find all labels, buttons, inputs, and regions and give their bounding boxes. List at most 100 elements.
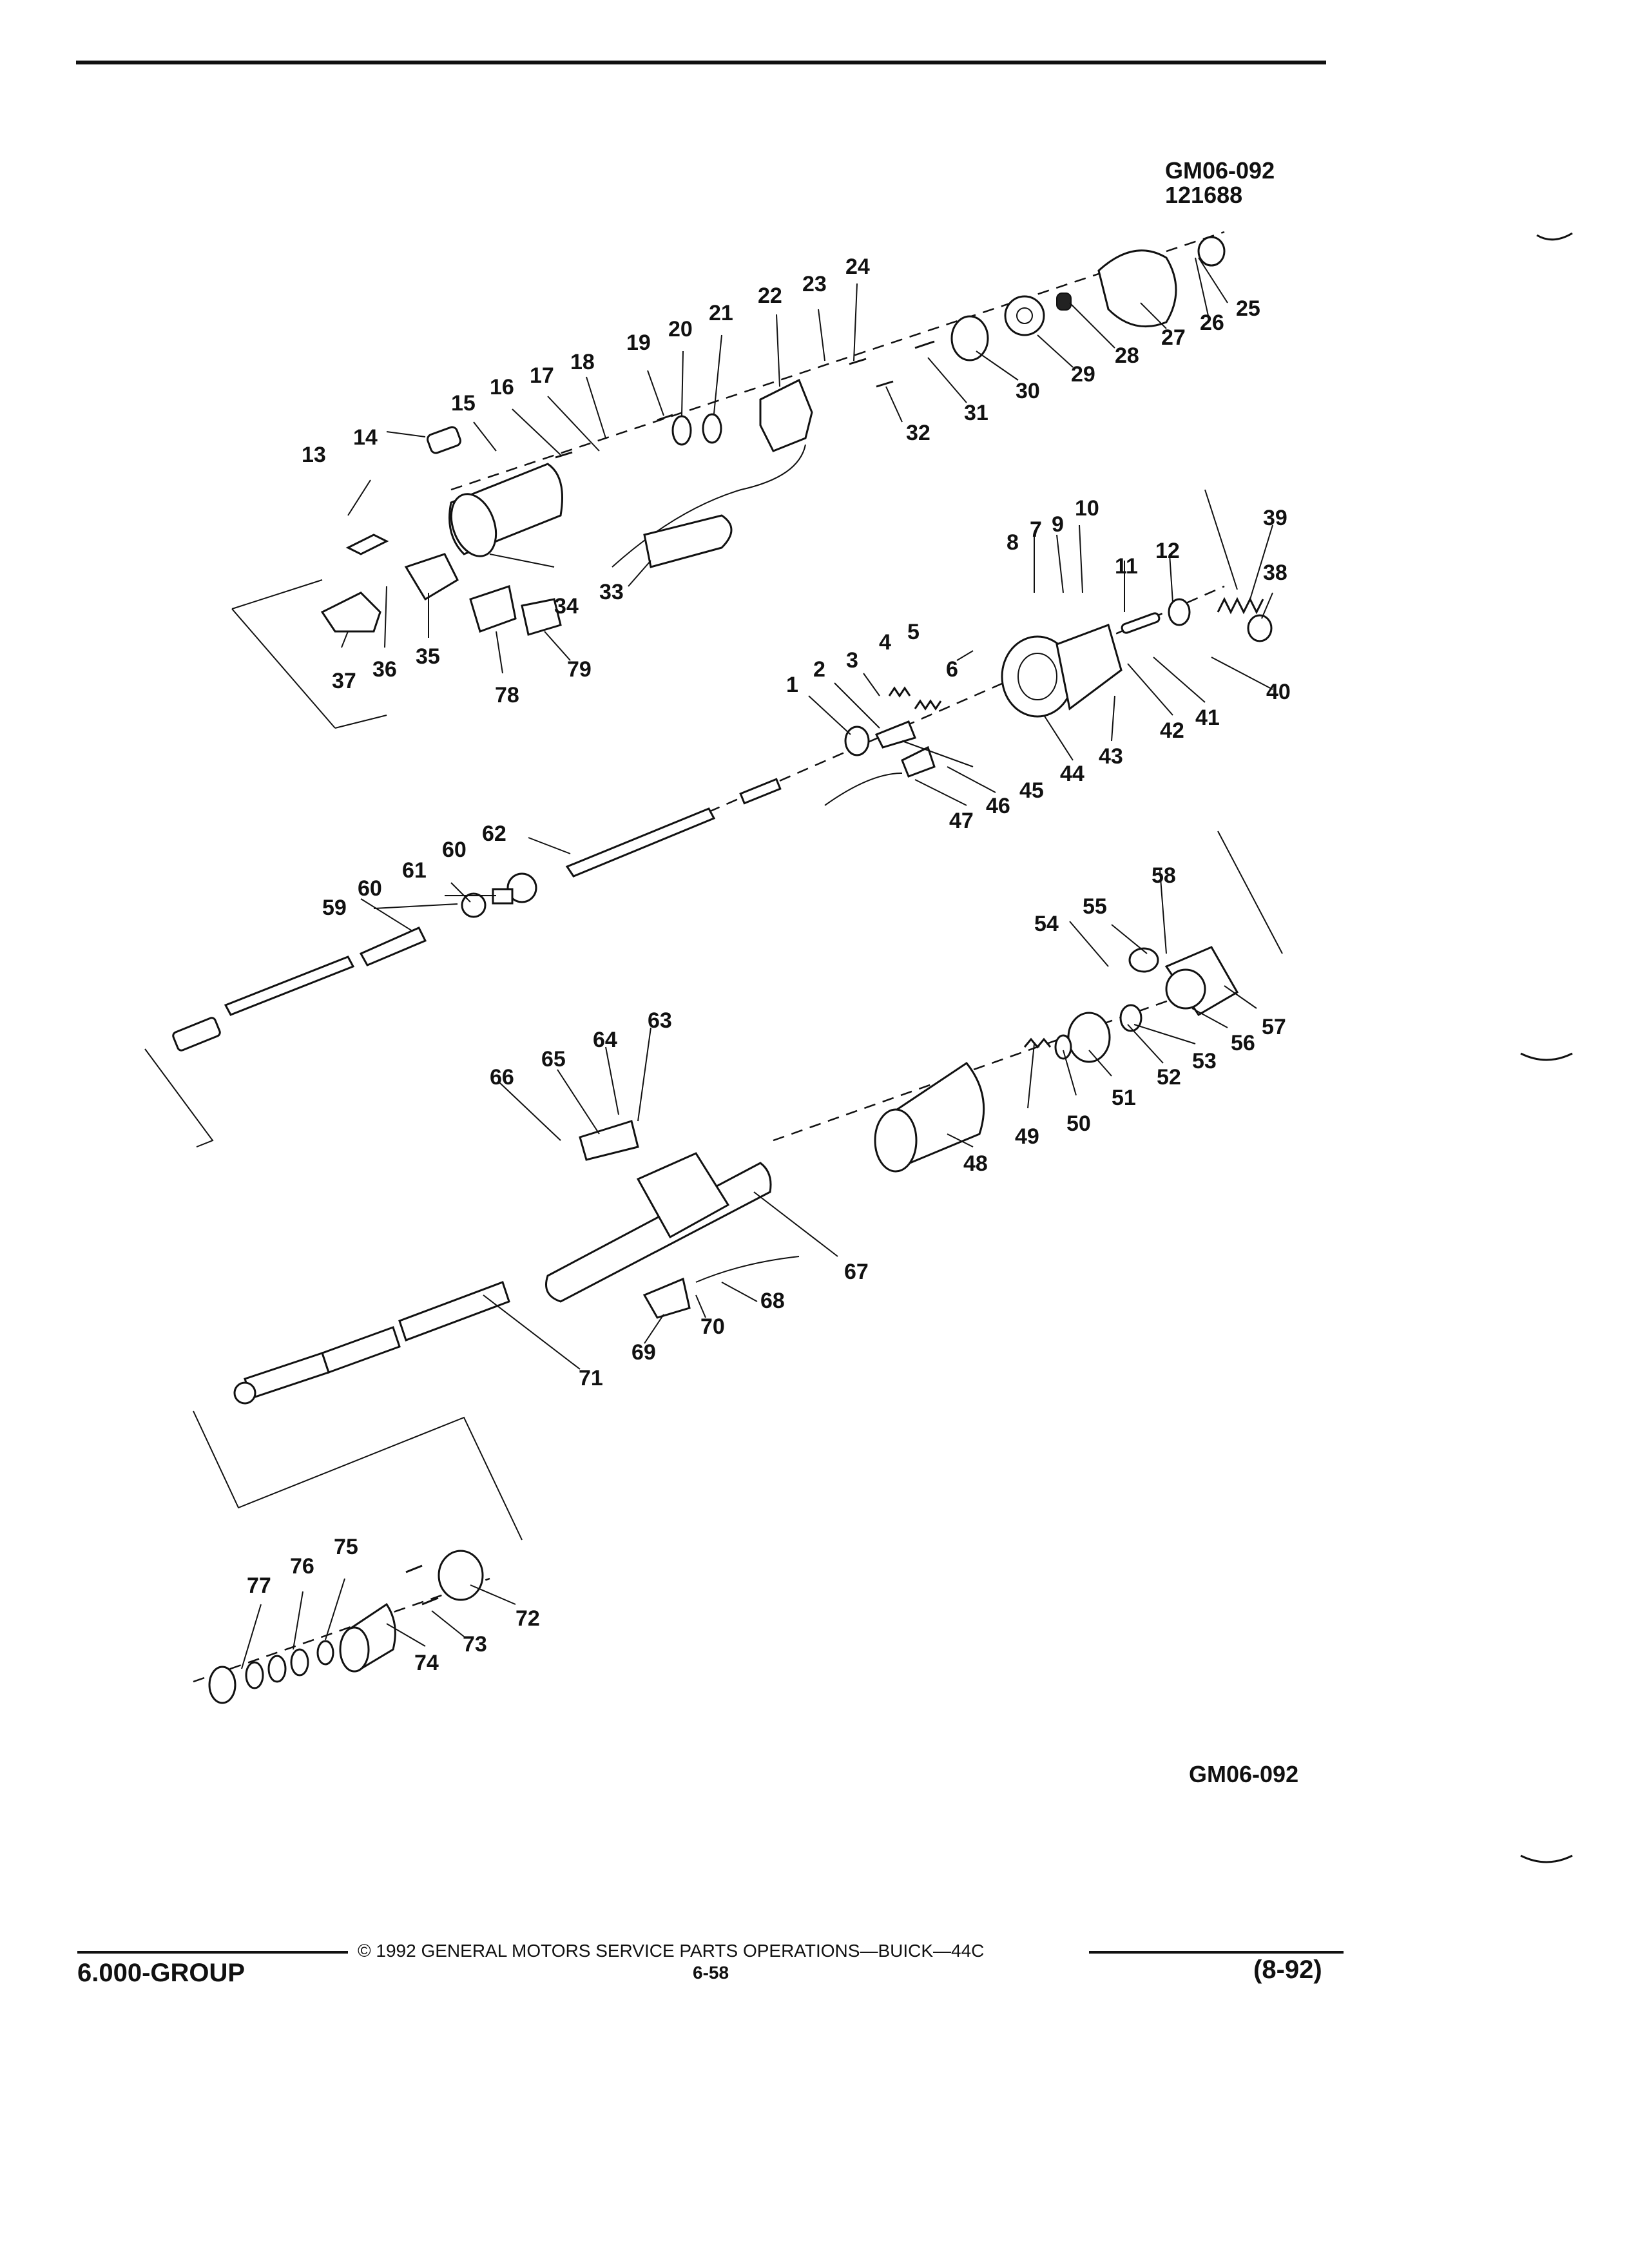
- bearing-1: [844, 726, 870, 756]
- guide-line-upper-left: [231, 579, 387, 729]
- callout-14: 14: [353, 425, 378, 450]
- callout-46: 46: [986, 794, 1010, 818]
- callout-53: 53: [1192, 1049, 1217, 1073]
- callout-56: 56: [1231, 1031, 1255, 1055]
- callout-23: 23: [802, 272, 827, 296]
- callout-8: 8: [1007, 530, 1019, 555]
- callout-36: 36: [372, 657, 397, 682]
- callout-72: 72: [516, 1606, 540, 1631]
- screw-31: [914, 340, 935, 349]
- shaft-71-mid: [321, 1326, 401, 1374]
- callout-60-upper: 60: [442, 838, 467, 862]
- middle-assembly: [144, 489, 1273, 1148]
- callout-9: 9: [1052, 512, 1064, 537]
- housing-74-rim: [339, 1626, 370, 1673]
- ring-76-c: [245, 1661, 264, 1689]
- pin-11: [1121, 612, 1161, 634]
- lower-bottom-axis-line: [193, 1577, 490, 1683]
- callout-24: 24: [845, 255, 870, 279]
- callout-42: 42: [1160, 718, 1184, 743]
- callout-52: 52: [1157, 1065, 1181, 1090]
- callout-11: 11: [1115, 554, 1138, 579]
- wire-47: [824, 773, 903, 806]
- shaft-71-end: [233, 1381, 256, 1405]
- upper-housing-opening: [450, 493, 497, 557]
- plate-27: [1097, 249, 1177, 328]
- callout-39: 39: [1263, 506, 1287, 530]
- spacer-28: [1056, 293, 1072, 311]
- bearing-51: [1067, 1012, 1111, 1063]
- callout-41: 41: [1195, 706, 1220, 730]
- cover-33: [643, 514, 733, 568]
- callout-77: 77: [247, 1573, 271, 1598]
- callout-47: 47: [949, 809, 974, 833]
- callout-43: 43: [1099, 744, 1123, 769]
- diagram-date: 121688: [1165, 182, 1243, 208]
- housing-44-body: [1055, 624, 1123, 711]
- cap-38: [1247, 614, 1273, 642]
- callout-17: 17: [530, 363, 554, 388]
- callout-59: 59: [322, 896, 347, 920]
- jacket-67-bracket: [636, 1152, 730, 1239]
- callout-37: 37: [332, 669, 356, 693]
- callout-33: 33: [599, 580, 624, 604]
- callout-57: 57: [1262, 1015, 1286, 1039]
- callout-16: 16: [490, 375, 514, 399]
- callout-60-lower: 60: [358, 876, 382, 901]
- callout-78: 78: [495, 683, 519, 707]
- switch-46: [901, 745, 936, 778]
- callout-51: 51: [1112, 1086, 1136, 1110]
- callout-28: 28: [1115, 343, 1139, 368]
- callout-71: 71: [579, 1366, 603, 1390]
- footer-page-number: 6-58: [693, 1963, 729, 1983]
- seal-75: [316, 1640, 334, 1666]
- callout-73: 73: [463, 1632, 487, 1657]
- retainer-2: [874, 720, 917, 749]
- lever-69: [642, 1277, 691, 1319]
- gear-29-hub: [1016, 307, 1033, 324]
- sleeve: [172, 1017, 221, 1052]
- guide-line-lower-left: [193, 1410, 523, 1541]
- callout-19: 19: [626, 331, 651, 355]
- ring-76-a: [290, 1648, 309, 1677]
- joint-60-upper: [506, 872, 537, 903]
- callout-64: 64: [593, 1028, 617, 1052]
- callout-10: 10: [1075, 496, 1099, 521]
- shaft-71-lower: [244, 1352, 330, 1399]
- callout-79: 79: [567, 657, 592, 682]
- callout-74: 74: [414, 1651, 439, 1675]
- callout-69: 69: [631, 1340, 656, 1365]
- upper-assembly: [231, 231, 1226, 729]
- guide-line-middle-left: [144, 1048, 214, 1148]
- clip-78: [469, 585, 517, 633]
- callout-44: 44: [1060, 762, 1084, 786]
- washer-20: [671, 415, 692, 446]
- callout-67: 67: [844, 1260, 869, 1284]
- bracket-37: [320, 591, 381, 633]
- callout-50: 50: [1066, 1111, 1091, 1136]
- callout-38: 38: [1263, 561, 1287, 585]
- gear-29: [1004, 295, 1045, 336]
- housing-44-bore: [1017, 653, 1057, 700]
- callout-68: 68: [760, 1289, 785, 1313]
- screw-73-a: [405, 1564, 423, 1573]
- housing-56-bore: [1165, 968, 1206, 1010]
- callout-7: 7: [1030, 517, 1042, 542]
- callout-2: 2: [813, 657, 825, 682]
- shaft-71-upper: [398, 1281, 510, 1341]
- callout-34: 34: [554, 594, 579, 619]
- callout-76: 76: [290, 1554, 314, 1579]
- margin-mark-3: [1520, 1854, 1573, 1863]
- callout-13: 13: [302, 443, 326, 467]
- footer-rule-left: [77, 1951, 348, 1954]
- callout-31: 31: [964, 401, 988, 425]
- cable-68: [695, 1256, 800, 1283]
- bowl-48-rim: [874, 1108, 918, 1173]
- spring-5: [914, 699, 942, 711]
- callout-27: 27: [1161, 325, 1186, 350]
- nut-26: [1197, 236, 1226, 267]
- part-callouts: 1 2 3 4 5 6 7 8 9 10 11 12 13 14 15 16 1…: [247, 255, 1291, 1675]
- callout-22: 22: [758, 284, 782, 308]
- callout-61: 61: [402, 858, 427, 883]
